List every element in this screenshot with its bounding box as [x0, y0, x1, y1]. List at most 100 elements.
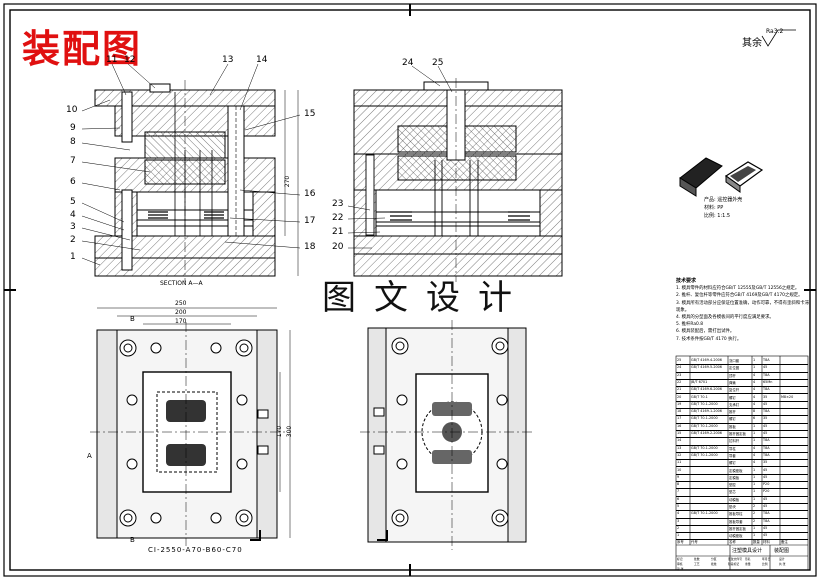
bom-cell: 8	[677, 482, 680, 487]
bom-header-cell: 备注	[781, 540, 788, 544]
bom-cell: 定模座板	[729, 468, 743, 473]
bom-cell: 14	[677, 438, 682, 443]
bom-cell: 1	[753, 474, 756, 479]
title-block-field: 阶段标记	[728, 562, 740, 566]
bom-cell: 23	[677, 372, 682, 377]
bom-cell: M8×20	[781, 394, 794, 399]
part-number: 4	[70, 210, 76, 220]
bom-cell: 1	[753, 525, 756, 530]
product-info: 产品: 遥控器外壳 材料: PP 比例: 1:1.5	[704, 196, 742, 220]
bom-cell: 型腔	[729, 483, 736, 488]
title-block-field: 第 张	[677, 567, 684, 571]
part-number: 16	[304, 189, 316, 199]
part-number: 12	[124, 55, 136, 65]
part-number: 20	[332, 242, 344, 252]
title-block-drawing: 装配图	[774, 548, 790, 554]
bom-cell: GB/T 70.1-2000	[691, 423, 718, 428]
part-number: 18	[304, 242, 316, 252]
part-number: 10	[66, 105, 78, 115]
bom-cell: 推板	[729, 424, 736, 429]
part-number: 9	[70, 123, 76, 133]
bom-cell: 45	[763, 504, 768, 508]
view-marker-a: A	[87, 452, 92, 460]
bom-cell: P20	[763, 482, 770, 487]
bom-cell: 22	[677, 379, 682, 384]
bom-cell: 5	[677, 504, 680, 508]
bom-cell: 复位杆	[729, 388, 740, 393]
tech-note: 1. 模具零件的材料应符合GB/T 12555及GB/T 12556之规定。	[676, 286, 800, 292]
title-block-field: 设计	[779, 557, 785, 561]
bom-cell: 11	[677, 460, 682, 465]
bom-cell: 45	[763, 423, 768, 428]
mold-designation: CI-2550-A70-B60-C70	[148, 546, 243, 554]
part-number: 14	[256, 55, 268, 65]
bom-cell: 垫块	[729, 505, 736, 509]
part-number: 23	[332, 199, 344, 209]
roughness-label: 其余	[742, 38, 762, 49]
bom-header-cell: 序号	[677, 540, 684, 544]
bom-cell: 15	[677, 431, 682, 435]
title-block-field: 签名	[745, 557, 751, 561]
bom-cell: 1	[677, 533, 680, 538]
part-number: 7	[70, 156, 76, 166]
bom-cell: GB/T 70.1-2000	[691, 511, 718, 516]
bom-cell: 螺钉	[729, 417, 736, 422]
bom-header-row: 序号代号名称数量材料备注	[676, 539, 808, 545]
dimension-170-side: 170	[276, 425, 284, 438]
bom-cell: GB/T 70.1	[691, 394, 708, 399]
material-label: 材料: PP	[704, 205, 724, 211]
bom-cell: 1	[753, 496, 756, 501]
part-number: 11	[106, 55, 118, 65]
bom-cell: 4	[753, 445, 756, 450]
bom-cell: 4	[753, 401, 756, 406]
tech-note: 7. 技术条件按GB/T 4170 执行。	[676, 336, 742, 342]
part-number: 25	[432, 58, 444, 68]
title-block-field: 标记	[677, 557, 683, 561]
bom-cell: 19	[677, 401, 682, 406]
part-number: 15	[304, 109, 316, 119]
bom-cell: 1	[753, 358, 756, 362]
plan-view-moving-half	[90, 307, 291, 546]
technical-notes: 技术要求 1. 模具零件的材料应符合GB/T 12555及GB/T 12556之…	[676, 278, 810, 343]
bom-cell: 16	[677, 423, 682, 428]
dimension-170: 170	[175, 318, 187, 325]
bom-cell: 13	[677, 445, 682, 450]
bom-cell: 支承钉	[729, 402, 740, 407]
bom-header-cell: 代号	[691, 540, 698, 544]
dimension-200: 200	[175, 309, 187, 316]
plan-view-fixed-half	[360, 320, 535, 550]
bom-cell: T8A	[763, 438, 770, 443]
bom-cell: GB/T 4169.4-2006	[691, 358, 722, 362]
title-block-name: 注塑模具设计	[732, 548, 763, 554]
tech-note: 5. 推杆Ra0.8	[676, 322, 703, 328]
part-number: 13	[222, 55, 234, 65]
title-block-field: 工艺	[694, 562, 700, 566]
roughness-value: Ra3.2	[766, 28, 784, 35]
part-number: 5	[70, 197, 76, 207]
tech-note: 4. 模具的分型面及各模板间的平行度应满足要求。	[676, 315, 774, 321]
bom-cell: 7	[677, 489, 680, 494]
section-label: SECTION A—A	[160, 280, 203, 287]
bom-cell: 推杆固定板	[729, 432, 746, 436]
tech-note: 3. 模具所有活动部分应保证位置准确，动作可靠，不得有歪斜和卡滞现象。	[676, 300, 809, 313]
bom-cell: T8A	[763, 445, 770, 450]
bom-cell: 4	[753, 460, 756, 465]
bom-cell: 35	[763, 460, 768, 465]
scale-label: 比例: 1:1.5	[704, 213, 731, 219]
bom-cell: 导柱	[729, 446, 736, 451]
bom-cell: 4	[677, 511, 680, 516]
bom-cell: GB/T 4169.6-2006	[691, 387, 722, 392]
view-marker-b-left-bottom: B	[130, 536, 135, 544]
